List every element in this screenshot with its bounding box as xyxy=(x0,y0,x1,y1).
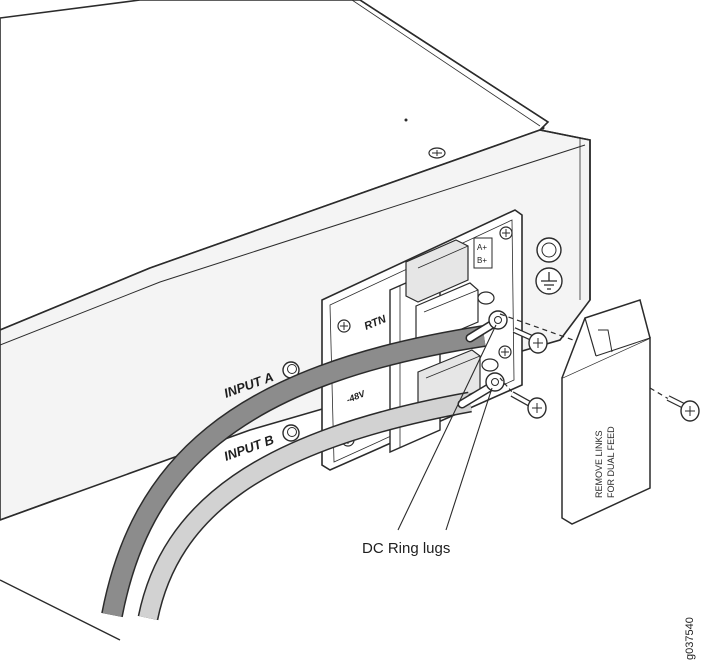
terminal-polarity-label: A+ B+ xyxy=(473,237,493,269)
cable-input-b xyxy=(137,391,472,621)
insertion-guide-cover xyxy=(649,387,685,409)
cable-input-a xyxy=(101,325,486,618)
cover-screw xyxy=(666,395,700,422)
terminal-cover: REMOVE LINKS FOR DUAL FEED xyxy=(561,299,651,525)
terminal-b-plus-label: B+ xyxy=(477,256,487,265)
cover-label-line1: REMOVE LINKS xyxy=(594,430,604,498)
screw-48v xyxy=(510,391,547,419)
insertion-guide-rtn xyxy=(499,313,591,347)
terminal-stud-48v xyxy=(481,358,499,372)
screw-rtn xyxy=(512,327,548,354)
chassis-front-face xyxy=(0,129,591,641)
ground-terminal xyxy=(535,237,563,295)
input-b-led xyxy=(282,424,300,442)
terminal-a-plus-label: A+ xyxy=(477,243,487,252)
callout-dc-ring-lugs: DC Ring lugs xyxy=(362,540,450,557)
ring-lug-48v xyxy=(457,372,505,409)
terminal-stud-rtn xyxy=(477,291,495,305)
ground-symbol-icon xyxy=(541,272,557,290)
input-a-led xyxy=(282,361,300,379)
figure-id: g037540 xyxy=(684,617,696,660)
callout-leaders xyxy=(397,324,497,531)
cover-label-line2: FOR DUAL FEED xyxy=(606,426,616,498)
top-screw-1 xyxy=(428,147,446,159)
insertion-guide-48v xyxy=(499,377,513,393)
